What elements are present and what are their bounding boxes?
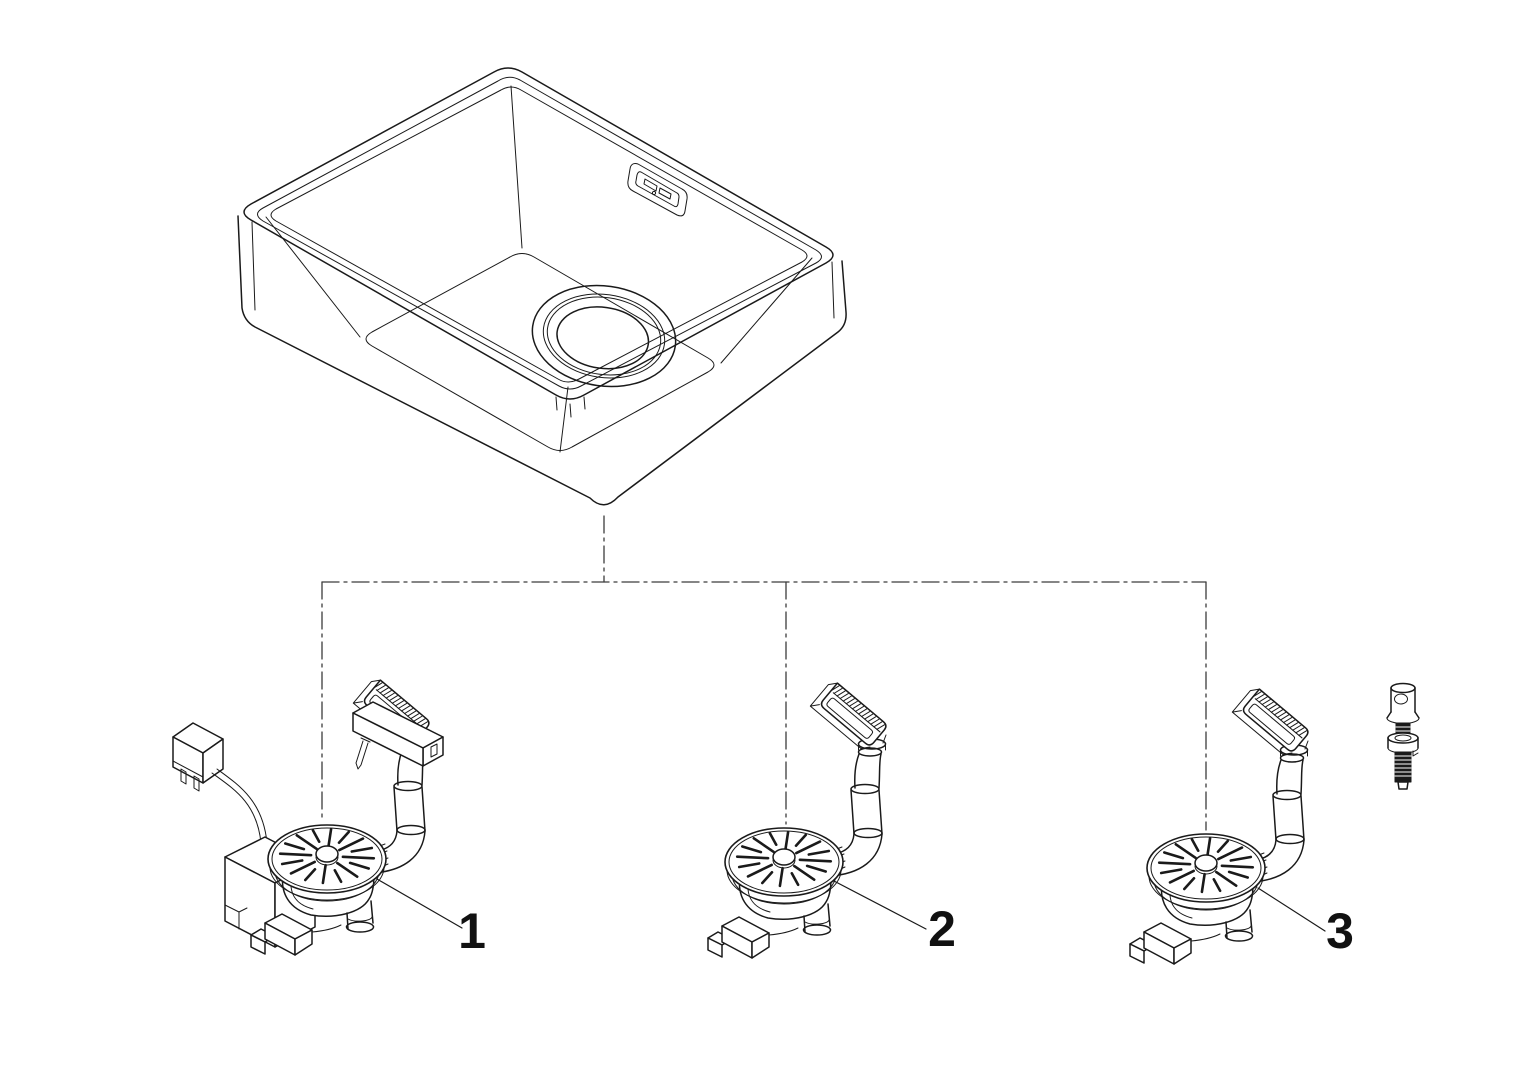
sink-wall-edges [265,85,813,453]
overflow-bracket [352,701,444,767]
leader-line-2 [833,880,927,930]
sink-basin-opening [270,86,808,383]
leader-line-1 [376,878,463,929]
sink-inner-rim [257,76,822,390]
sink-illustration [237,67,847,506]
drain-assembly-3 [1128,683,1312,966]
assembly-1-extras-front [352,701,444,770]
power-cable [211,768,268,844]
mounting-pin [1386,682,1420,790]
sink-basin-floor [365,253,715,451]
sink-outer-rim [243,67,834,400]
connector-lines [321,515,1207,831]
sink-overflow-slot [627,163,688,217]
part-label-1: 1 [458,903,486,959]
part-callouts: 1 2 3 [376,878,1354,959]
part-label-2: 2 [928,901,956,957]
sink-drain-opening [531,284,677,388]
power-adapter [172,722,224,792]
drain-assembly-2 [706,677,890,960]
leader-line-3 [1257,887,1326,932]
fixing-screw [355,737,371,770]
part-label-3: 3 [1326,903,1354,959]
plug-prongs [180,768,200,792]
sink-body [237,215,847,506]
